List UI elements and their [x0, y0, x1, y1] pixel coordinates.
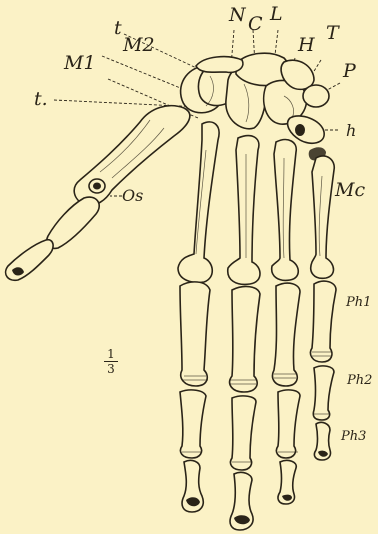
scale-numerator: 1: [107, 347, 115, 361]
index-proximal-phalanx: [180, 282, 210, 386]
pisiform-bone: [303, 85, 329, 107]
thumb-distal-phalanx: [6, 240, 53, 281]
label-t-left: t.: [34, 90, 48, 109]
index-middle-phalanx: [180, 390, 206, 458]
scaphoid-bone: [196, 57, 243, 73]
label-Ph1: Ph1: [346, 296, 371, 309]
label-Mc: Mc: [335, 181, 365, 200]
distal-phalanges: [182, 422, 330, 530]
label-C: C: [248, 15, 263, 34]
middle-metacarpal: [228, 136, 260, 285]
little-middle-phalanx: [313, 366, 334, 420]
little-proximal-phalanx: [310, 281, 336, 362]
label-N: N: [229, 6, 246, 25]
ring-proximal-phalanx: [273, 283, 301, 386]
little-metacarpal: [311, 156, 334, 278]
label-T: T: [326, 24, 339, 43]
thumb-proximal-phalanx: [47, 197, 99, 248]
label-L: L: [270, 5, 283, 24]
hook-of-hamate: [288, 116, 325, 143]
scale-fraction: 1 3: [104, 348, 118, 375]
thumb: [6, 106, 190, 281]
metacarpals: [178, 122, 334, 284]
label-Ph2: Ph2: [347, 374, 372, 387]
middle-proximal-phalanx: [230, 287, 260, 392]
label-M2: M2: [123, 36, 155, 55]
label-P: P: [343, 62, 356, 81]
label-t-top: t: [114, 19, 122, 38]
label-Os: Os: [122, 188, 143, 204]
proximal-phalanges: [180, 281, 336, 392]
label-Ph3: Ph3: [341, 430, 366, 443]
ring-metacarpal: [272, 140, 299, 281]
index-metacarpal: [178, 122, 219, 283]
label-H: H: [298, 36, 315, 55]
label-h: h: [346, 123, 356, 139]
ring-middle-phalanx: [276, 390, 300, 458]
label-M1: M1: [64, 54, 96, 73]
middle-middle-phalanx: [230, 396, 256, 470]
scale-denominator: 3: [107, 362, 115, 376]
